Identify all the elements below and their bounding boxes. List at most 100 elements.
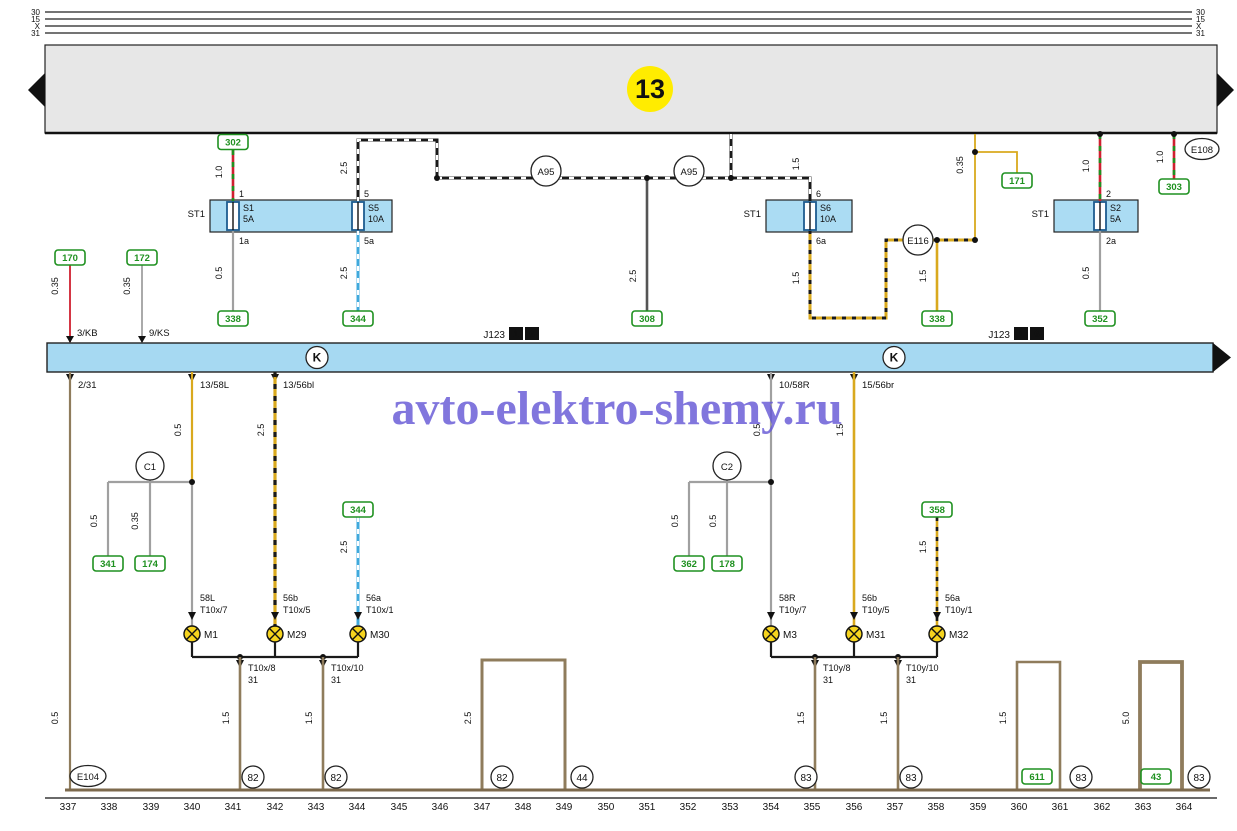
- lamp-m32-pin: T10y/1: [945, 605, 973, 615]
- fuse-s6-id: S6: [820, 203, 831, 213]
- gauge-label: 0.5: [752, 424, 762, 437]
- lamp-m32: M32: [928, 625, 969, 643]
- bus-pin-box: [1014, 327, 1028, 340]
- rail-label-right-30: 30: [1196, 8, 1205, 17]
- connector-a95-1-label: A95: [538, 167, 555, 178]
- junction-dot: [1171, 131, 1177, 137]
- ground-point-82-1: 82: [241, 765, 265, 789]
- ground-pin-t10x10: T10x/10: [331, 663, 364, 673]
- connector-a95-1: A95: [530, 155, 562, 187]
- wire-s6-out-stripe: [808, 230, 975, 320]
- bus-device-symbol-right: K: [882, 345, 906, 370]
- connector-170: 170: [54, 249, 86, 266]
- connector-302: 302: [217, 133, 249, 151]
- gauge-label: 0.35: [122, 277, 132, 295]
- connector-338-right: 338: [921, 310, 953, 327]
- track-number: 341: [225, 802, 242, 813]
- lamp-in-arrow: [354, 612, 362, 620]
- wire-label-9ks: 9/KS: [149, 328, 170, 339]
- connector-e108-oval: [1184, 137, 1220, 161]
- connector-e116-circle: [902, 224, 934, 256]
- connector-303: 303: [1158, 178, 1190, 195]
- wire-label-1556br: 15/56br: [862, 380, 894, 391]
- bus-pin-box: [509, 327, 523, 340]
- junction-dot: [972, 149, 978, 155]
- bus-device-ref-left: J123 1 6: [483, 327, 539, 341]
- svg-text:83: 83: [800, 773, 812, 784]
- lamp-in-arrow: [767, 612, 775, 620]
- track-number: 343: [308, 802, 325, 813]
- wire-label-1356bl: 13/56bl: [283, 380, 314, 391]
- track-number: 361: [1052, 802, 1069, 813]
- lamp-in-arrow: [933, 612, 941, 620]
- connector-344-lower: 344: [342, 501, 374, 518]
- bus-bar-rect: [46, 342, 1214, 373]
- wire-label-231: 2/31: [78, 380, 97, 391]
- track-number: 360: [1011, 802, 1028, 813]
- gauge-label: 1.5: [796, 712, 806, 725]
- lamp-m30-terminal: 56a: [366, 593, 381, 603]
- fuse-s5-pin-in: 5: [364, 189, 369, 199]
- lamp-m1: M1: [183, 625, 218, 643]
- ground-loop-right-2: [1138, 660, 1184, 790]
- track-number: 357: [887, 802, 904, 813]
- ground-pin-t10y8: T10y/8: [823, 663, 851, 673]
- bus-device-ref-right: J123 1 6: [988, 327, 1044, 341]
- svg-text:M1: M1: [204, 630, 218, 641]
- ground-term-31: 31: [248, 675, 258, 685]
- wire-run-a95-s6: [437, 176, 812, 202]
- fusebox-label-right: ST1: [1032, 209, 1049, 220]
- track-number: 354: [763, 802, 780, 813]
- track-number: 337: [60, 802, 77, 813]
- lamp-m30-pin: T10x/1: [366, 605, 394, 615]
- svg-text:J123: J123: [988, 330, 1010, 341]
- gauge-label: 0.5: [89, 515, 99, 528]
- svg-text:362: 362: [681, 559, 697, 570]
- fuse-s6-pin-in: 6: [816, 189, 821, 199]
- connector-a95-2-label: A95: [681, 167, 698, 178]
- svg-text:44: 44: [576, 773, 588, 784]
- bus-in-arrow: [138, 336, 146, 343]
- track-number: 353: [722, 802, 739, 813]
- gauge-label: 0.35: [50, 277, 60, 295]
- gauge-label: 0.5: [1081, 267, 1091, 280]
- ground-term-31: 31: [331, 675, 341, 685]
- connector-174: 174: [134, 555, 166, 572]
- track-number: 342: [267, 802, 284, 813]
- track-number: 352: [680, 802, 697, 813]
- ground-point-82-2: 82: [324, 765, 348, 789]
- gauge-label: 2.5: [339, 267, 349, 280]
- svg-text:K: K: [890, 351, 899, 365]
- connector-172: 172: [126, 249, 158, 266]
- ground-loop-middle: [480, 658, 567, 790]
- connector-a95-2-circle: [673, 155, 705, 187]
- svg-text:M30: M30: [370, 630, 390, 641]
- fuse-s1-id: S1: [243, 203, 254, 213]
- svg-text:170: 170: [62, 253, 78, 264]
- fuse-s1-pin-in: 1: [239, 189, 244, 199]
- page-number: 13: [635, 74, 665, 104]
- wire-run-a95-s6-stripe: [437, 176, 812, 202]
- svg-text:611: 611: [1029, 772, 1045, 783]
- junction-dot: [972, 237, 978, 243]
- svg-text:338: 338: [225, 314, 241, 325]
- rail-label-left-31: 31: [31, 29, 40, 38]
- track-number: 348: [515, 802, 532, 813]
- track-number: 363: [1135, 802, 1152, 813]
- fuse-s5: S5 10A 5 5a: [351, 189, 384, 246]
- svg-text:171: 171: [1009, 176, 1026, 187]
- fuse-s6-rating: 10A: [820, 214, 836, 224]
- svg-text:174: 174: [142, 559, 159, 570]
- svg-text:E104: E104: [77, 772, 99, 783]
- junction-dot: [728, 175, 734, 181]
- lamp-m31: M31: [845, 625, 886, 643]
- gauge-label: 0.5: [50, 712, 60, 725]
- svg-text:C1: C1: [144, 462, 156, 473]
- svg-text:344: 344: [350, 314, 367, 325]
- junction-dot: [768, 479, 774, 485]
- connector-43: 43: [1140, 768, 1172, 785]
- gauge-label: 2.5: [256, 424, 266, 437]
- gauge-label: 1.5: [918, 541, 928, 554]
- fuse-s1: S1 5A 1 1a: [226, 189, 254, 246]
- lamp-m29-terminal: 56b: [283, 593, 298, 603]
